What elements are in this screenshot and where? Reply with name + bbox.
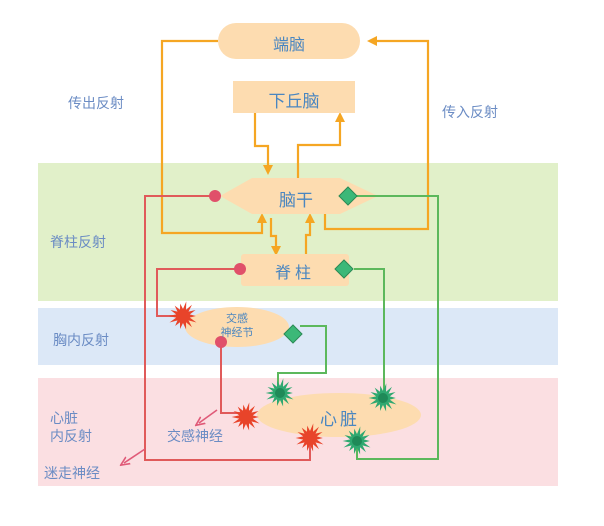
green-burst-heart-bottomright-core — [352, 436, 362, 446]
red-dot-brainstem — [209, 190, 221, 202]
node-brainstem-label: 脑干 — [279, 191, 313, 211]
node-hypothalamus-label: 下丘脑 — [268, 92, 320, 112]
label-afferent-reflex: 传入反射 — [442, 105, 498, 121]
green-line-heart-to-ganglion — [277, 325, 327, 388]
red-line-ganglion-to-heart — [220, 337, 243, 414]
green-diamond-spine — [334, 259, 354, 279]
green-pathways — [277, 195, 439, 460]
green-diamond-brainstem — [338, 186, 358, 206]
orange-line-afferent — [323, 36, 430, 231]
node-brainstem — [220, 178, 378, 214]
label-intrathoracic-reflex: 胸内反射 — [53, 333, 109, 349]
red-burst-heart-left — [231, 402, 260, 431]
arrow-sympathetic-label — [199, 409, 218, 423]
node-telencephalon-label: 端脑 — [272, 35, 305, 54]
red-dot-spine — [234, 263, 246, 275]
red-burst-ganglion — [168, 301, 197, 330]
node-hypothalamus — [233, 81, 355, 113]
orange-line-brainstem-to-hypo — [296, 112, 345, 178]
red-burst-heart-bottom — [295, 423, 324, 452]
label-sympathetic-nerve: 交感神经 — [167, 429, 223, 445]
green-diamond-ganglion — [283, 324, 303, 344]
orange-line-brainstem-to-spine — [269, 218, 281, 256]
label-intracardiac-reflex: 心脏 内反射 — [50, 410, 92, 446]
orange-line-hypo-to-brainstem — [253, 112, 273, 175]
label-intracardiac-line2: 内反射 — [50, 429, 92, 445]
node-spine — [241, 254, 349, 286]
orange-pathways — [160, 36, 430, 256]
label-intracardiac-line1: 心脏 — [50, 411, 78, 427]
arrow-vagus-label — [124, 448, 146, 463]
node-ganglion-label-line2: 神经节 — [220, 326, 254, 339]
green-line-heart-to-brainstem — [356, 195, 439, 460]
orange-line-spine-to-brainstem — [304, 213, 315, 255]
node-ganglion-label: 交感 神经节 — [200, 312, 274, 340]
red-dot-ganglion — [215, 336, 227, 348]
node-ganglion-label-line1: 交感 — [226, 312, 248, 325]
label-spinal-reflex: 脊柱反射 — [50, 235, 106, 251]
green-line-heart-to-spine — [354, 268, 385, 397]
green-burst-heart-topleft-core — [275, 388, 285, 398]
green-burst-heart-topright-core — [378, 393, 388, 403]
red-line-vagus — [144, 195, 311, 461]
node-spine-label: 脊柱 — [274, 263, 315, 282]
node-telencephalon — [218, 23, 360, 59]
orange-line-efferent — [160, 39, 267, 235]
node-ganglion — [185, 307, 289, 347]
label-efferent-reflex: 传出反射 — [68, 96, 124, 112]
label-vagus-nerve: 迷走神经 — [44, 466, 100, 482]
node-heart-label: 心脏 — [320, 410, 360, 430]
